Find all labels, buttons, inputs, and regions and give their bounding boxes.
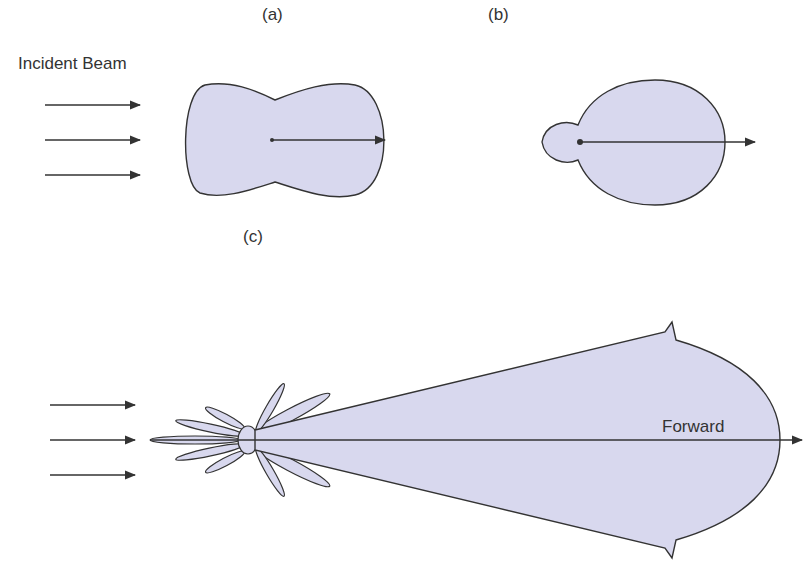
panel-label: (b) (488, 6, 509, 25)
direction-label: Forward (662, 418, 724, 437)
beam-label: Incident Beam (18, 55, 127, 74)
panel-label: (c) (243, 228, 263, 247)
panel-label: (a) (262, 6, 283, 25)
incident-arrows (45, 105, 140, 475)
